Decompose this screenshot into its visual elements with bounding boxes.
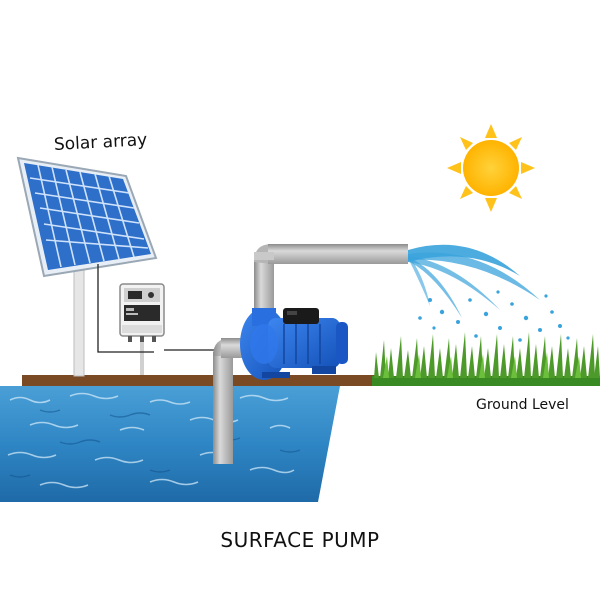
ground-strip bbox=[22, 375, 378, 386]
sun-icon bbox=[447, 124, 535, 212]
surface-pump-icon bbox=[240, 308, 348, 380]
discharge-pipe bbox=[254, 244, 408, 318]
grass bbox=[374, 332, 600, 378]
diagram-title: SURFACE PUMP bbox=[220, 528, 380, 552]
controller-box-icon bbox=[119, 283, 165, 375]
water-spray bbox=[408, 244, 570, 342]
ground-level-label: Ground Level bbox=[476, 397, 569, 413]
water-body bbox=[0, 386, 340, 502]
ground-right bbox=[372, 376, 600, 386]
solar-panel-icon bbox=[16, 156, 158, 377]
